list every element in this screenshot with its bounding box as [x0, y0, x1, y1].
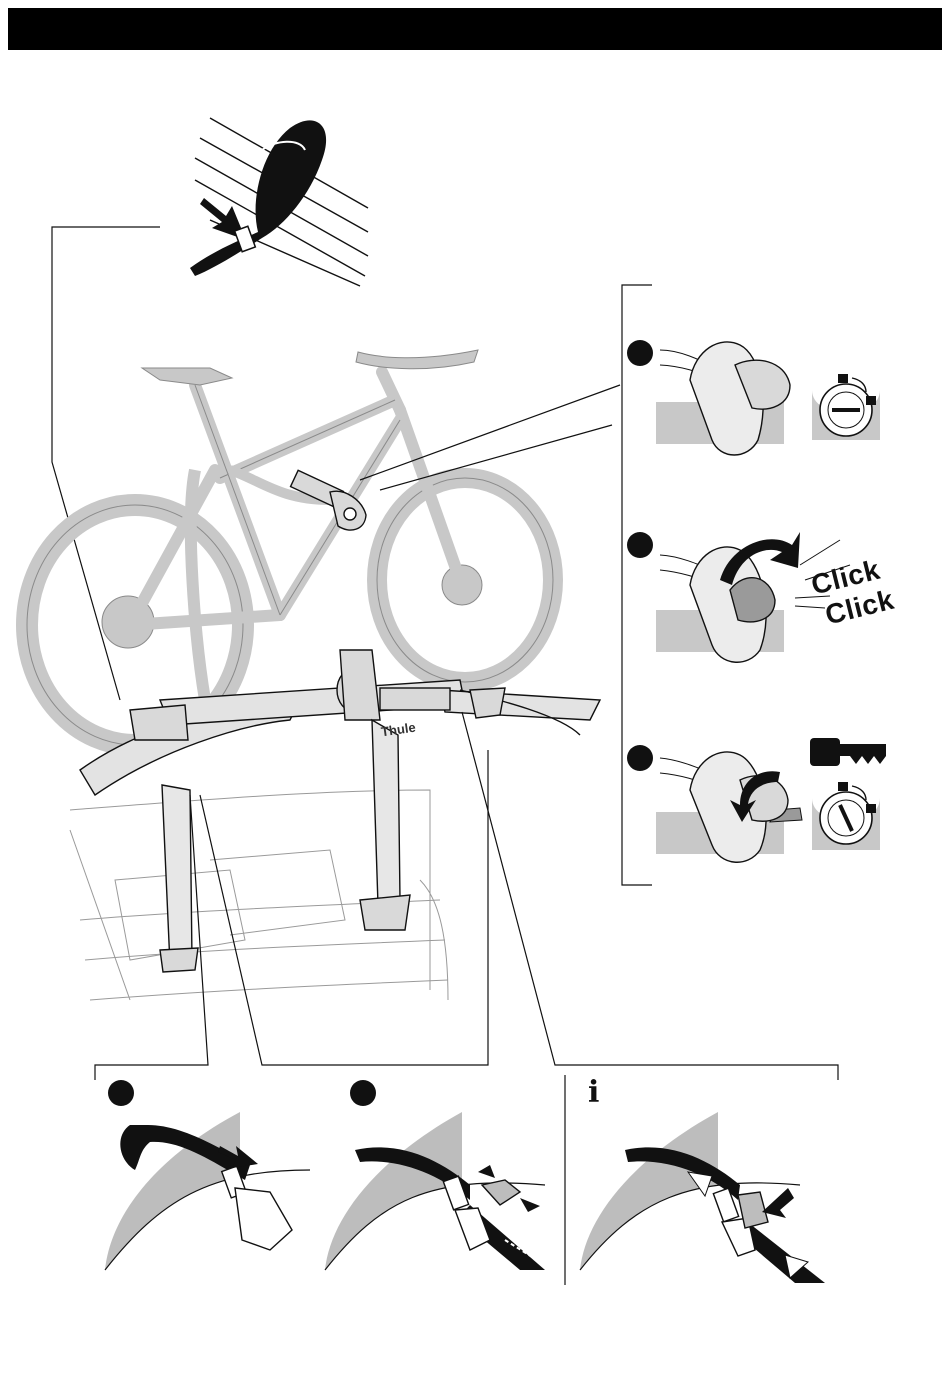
- strap-detail: [190, 118, 368, 286]
- padlock-closed-icon: [838, 374, 848, 383]
- bicycle: [27, 350, 553, 745]
- strap-panel-info-illustration: [580, 1112, 825, 1283]
- lock-step-2-marker: [627, 532, 653, 558]
- lock-step-1-illustration: [656, 342, 880, 455]
- lock-step-1-marker: [627, 340, 653, 366]
- bike-rack: [80, 650, 600, 972]
- info-icon: i: [588, 1078, 599, 1108]
- lock-step-3-illustration: [656, 738, 886, 862]
- strap-step-1-marker: [108, 1080, 134, 1106]
- strap-step-2-marker: [350, 1080, 376, 1106]
- strap-panel-1-illustration: [105, 1112, 310, 1270]
- padlock-open-icon: [866, 396, 876, 405]
- strap-panel-2-illustration: [325, 1112, 545, 1270]
- lock-step-3-marker: [627, 745, 653, 771]
- key-icon: [810, 738, 886, 766]
